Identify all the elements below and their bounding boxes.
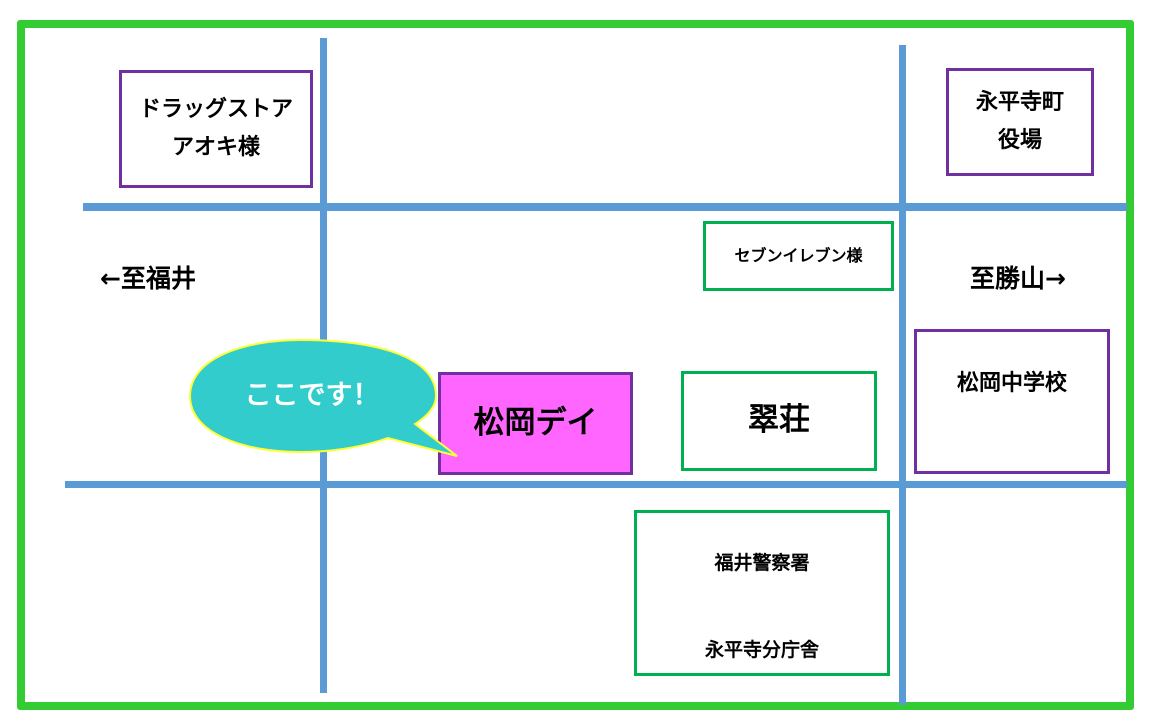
place-matsuoka-junior-high-label: 松岡中学校	[956, 371, 1067, 396]
place-matsuoka-day: 松岡デイ	[438, 372, 633, 475]
place-town-office-label: 永平寺町 役場	[975, 89, 1064, 154]
place-drugstore-aoki-label: ドラッグストア アオキ様	[138, 96, 293, 161]
road-north-horizontal	[83, 203, 1127, 211]
place-suiso-label: 翠荘	[748, 402, 810, 439]
direction-to-fukui: ←至福井	[100, 264, 196, 293]
place-matsuoka-junior-high: 松岡中学校	[914, 329, 1110, 474]
road-east-vertical	[899, 45, 906, 705]
place-town-office: 永平寺町 役場	[946, 68, 1094, 176]
callout-text: ここです！	[244, 380, 380, 411]
place-seven-eleven: セブンイレブン様	[703, 221, 894, 291]
place-police-name-label: 福井警察署	[714, 552, 810, 574]
place-fukui-police-station: 福井警察署 永平寺分庁舎	[634, 510, 890, 676]
place-drugstore-aoki: ドラッグストア アオキ様	[119, 70, 313, 188]
direction-to-katsuyama: 至勝山→	[970, 264, 1066, 293]
place-police-branch-label: 永平寺分庁舎	[704, 639, 819, 662]
place-suiso: 翠荘	[681, 371, 877, 471]
callout-bubble-shape	[188, 338, 458, 457]
place-seven-eleven-label: セブンイレブン様	[734, 246, 863, 265]
road-south-horizontal	[65, 481, 1127, 488]
place-matsuoka-day-label: 松岡デイ	[473, 404, 598, 441]
